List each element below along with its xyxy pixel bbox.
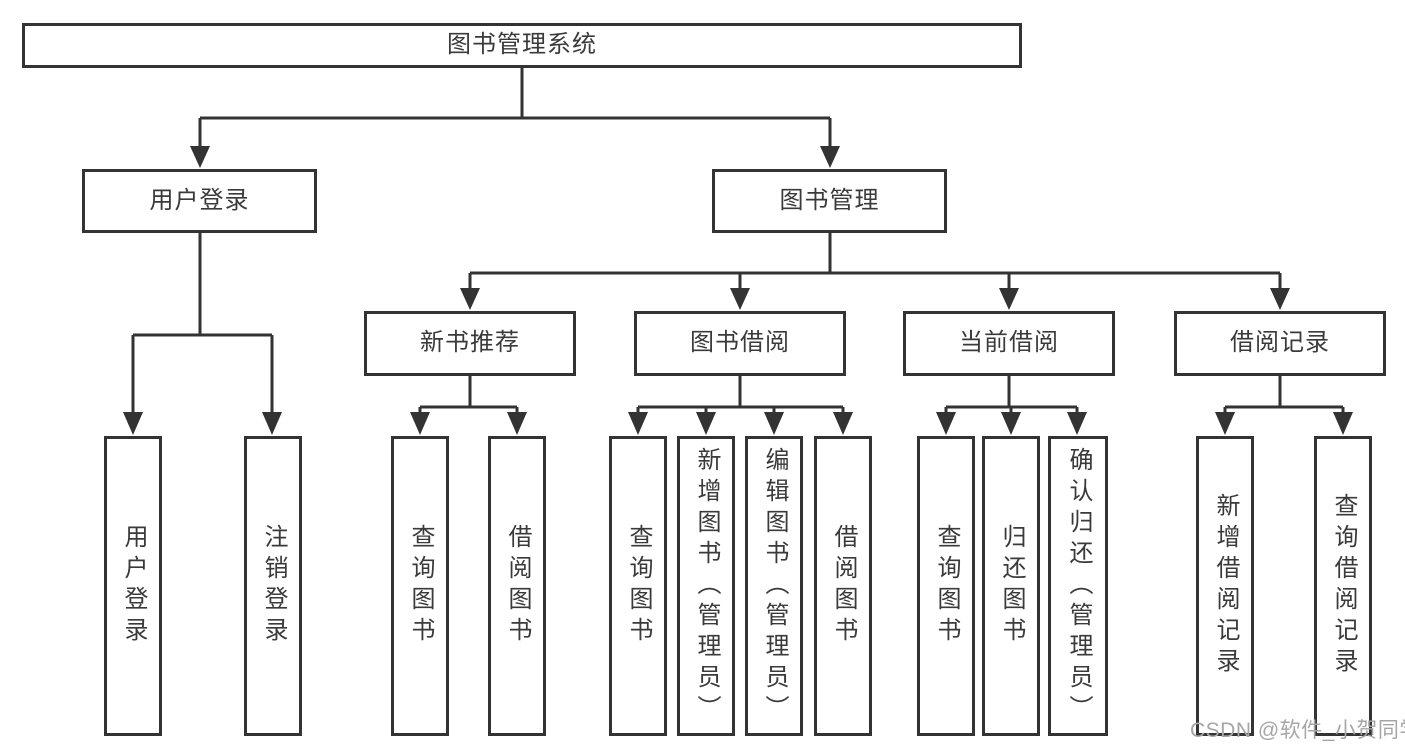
arrowheads-book-borrowing [628, 412, 853, 435]
leaf-records-add-record-label: 新增借阅记录 [1212, 493, 1239, 679]
node-user-login-label: 用户登录 [149, 186, 250, 214]
arrowheads-root [190, 146, 840, 168]
leaf-records-add-record: 新增借阅记录 [1196, 436, 1254, 736]
node-borrowing-records: 借阅记录 [1174, 311, 1386, 376]
connector-current-borrowing [944, 376, 1079, 413]
leaf-records-query-record: 查询借阅记录 [1314, 436, 1372, 736]
connector-book-borrowing [636, 376, 845, 413]
leaf-logout: 注销登录 [244, 436, 302, 736]
node-user-login: 用户登录 [82, 169, 317, 233]
leaf-borrowing-query-books-label: 查询图书 [625, 524, 652, 648]
node-book-management-label: 图书管理 [779, 186, 880, 214]
arrowheads-current-borrowing [936, 412, 1087, 435]
node-book-management: 图书管理 [712, 169, 947, 233]
leaf-borrowing-query-books: 查询图书 [609, 436, 667, 736]
node-borrowing-records-label: 借阅记录 [1230, 329, 1330, 357]
node-root-label: 图书管理系统 [447, 31, 597, 59]
node-root: 图书管理系统 [22, 23, 1022, 68]
leaf-borrowing-borrow-books: 借阅图书 [814, 436, 872, 736]
connector-user-login [131, 233, 274, 413]
node-current-borrowing: 当前借阅 [903, 311, 1115, 376]
leaf-newbooks-query-books: 查询图书 [391, 436, 449, 736]
leaf-user-login-label: 用户登录 [120, 524, 147, 648]
node-book-borrowing-label: 图书借阅 [690, 329, 790, 357]
leaf-current-query-books-label: 查询图书 [933, 524, 960, 648]
connector-book-management [468, 233, 1282, 289]
leaf-newbooks-borrow-books-label: 借阅图书 [504, 524, 531, 648]
leaf-current-confirm-return: 确认归还（管理员） [1048, 436, 1108, 736]
leaf-newbooks-borrow-books: 借阅图书 [488, 436, 546, 736]
csdn-watermark: CSDN @软件_小贺同学 [1190, 719, 1405, 742]
node-new-book-recommend: 新书推荐 [364, 311, 576, 376]
leaf-borrowing-edit-books: 编辑图书（管理员） [745, 436, 803, 736]
arrowheads-borrowing-records [1215, 412, 1353, 435]
arrowheads-new-book-recommend [410, 412, 527, 435]
leaf-borrowing-borrow-books-label: 借阅图书 [830, 524, 857, 648]
leaf-current-return-books: 归还图书 [982, 436, 1040, 736]
connector-borrowing-records [1223, 376, 1345, 413]
leaf-current-return-books-label: 归还图书 [998, 524, 1025, 648]
leaf-borrowing-edit-books-label: 编辑图书（管理员） [761, 446, 788, 726]
leaf-newbooks-query-books-label: 查询图书 [407, 524, 434, 648]
leaf-borrowing-add-books-label: 新增图书（管理员） [693, 446, 720, 726]
leaf-records-query-record-label: 查询借阅记录 [1330, 493, 1357, 679]
arrowheads-book-management [460, 288, 1290, 310]
leaf-user-login: 用户登录 [104, 436, 162, 736]
node-current-borrowing-label: 当前借阅 [959, 329, 1059, 357]
node-new-book-recommend-label: 新书推荐 [420, 329, 520, 357]
leaf-borrowing-add-books: 新增图书（管理员） [677, 436, 735, 736]
leaf-logout-label: 注销登录 [260, 524, 287, 648]
node-book-borrowing: 图书借阅 [634, 311, 846, 376]
connector-root [198, 66, 832, 147]
connector-new-book-recommend [418, 376, 519, 413]
arrowheads-user-login [123, 412, 282, 435]
leaf-current-confirm-return-label: 确认归还（管理员） [1065, 446, 1092, 726]
leaf-current-query-books: 查询图书 [917, 436, 975, 736]
